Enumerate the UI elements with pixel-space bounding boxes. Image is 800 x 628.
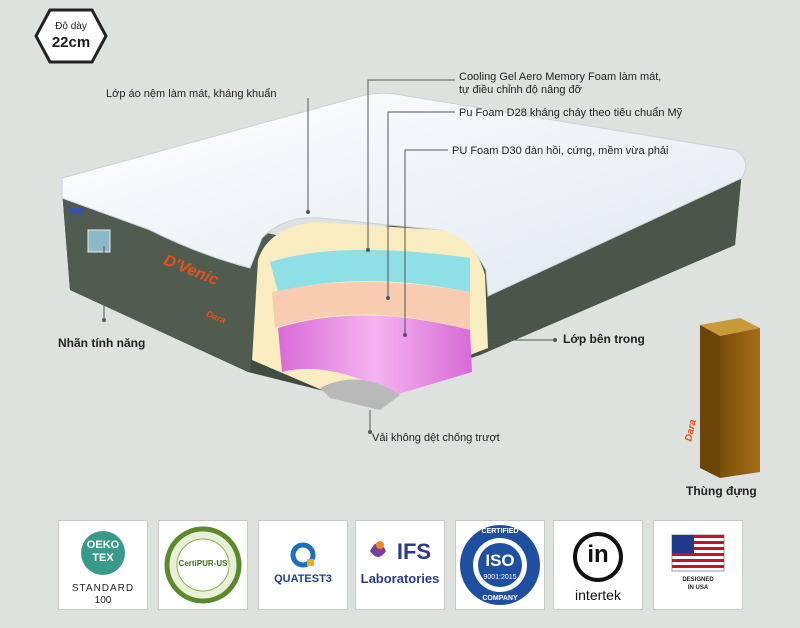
usa-line2: IN USA (687, 585, 709, 591)
intertek-badge: in intertek (553, 520, 643, 610)
cover-label: Lớp áo nệm làm mát, kháng khuẩn (106, 88, 277, 100)
certipur-badge: CertiPUR-US (158, 520, 248, 610)
intertek-text: intertek (575, 587, 621, 603)
thickness-badge: Độ dày 22cm (34, 8, 108, 64)
usa-line1: DESIGNED (682, 577, 714, 583)
ifs-sub: Laboratories (360, 571, 440, 586)
oeko-line1: OEKO (86, 539, 120, 551)
box-label: Thùng đựng (686, 484, 757, 498)
d30-label: PU Foam D30 đàn hồi, cứng, mềm vừa phải (452, 145, 669, 157)
iso-standard: 9001:2015 (483, 574, 517, 581)
iso-bottom: COMPANY (482, 595, 518, 602)
layer-cutaway (252, 222, 488, 410)
non-slip-label: Vải không dệt chống trượt (372, 432, 500, 444)
usa-badge: DESIGNED IN USA (653, 520, 743, 610)
inner-layer-label: Lớp bên trong (563, 332, 645, 346)
non-slip-layer (320, 379, 400, 410)
quatest3-badge: QUATEST3 (258, 520, 348, 610)
oeko-tex-badge: OEKO TEX STANDARD 100 (58, 520, 148, 610)
feature-label: Nhãn tính năng (58, 336, 146, 350)
ifs-title: IFS (396, 539, 432, 564)
certipur-text: CertiPUR-US (178, 559, 228, 568)
gel-layer (270, 249, 470, 292)
brand-tag (70, 208, 84, 214)
iso-badge: CERTIFIED ISO 9001:2015 COMPANY (455, 520, 545, 610)
d30-layer (278, 315, 472, 395)
gel-label-line1: Cooling Gel Aero Memory Foam làm mát, (459, 71, 662, 83)
iso-top: CERTIFIED (481, 528, 519, 535)
leader-lines (103, 79, 555, 432)
intertek-mark: in (587, 541, 609, 568)
iso-title: ISO (485, 551, 515, 570)
quatest3-text: QUATEST3 (274, 573, 332, 585)
oeko-line3: STANDARD (71, 583, 135, 594)
ifs-badge: IFS Laboratories (355, 520, 445, 610)
usa-flag-icon (671, 534, 725, 572)
d28-label: Pu Foam D28 kháng cháy theo tiêu chuẩn M… (459, 107, 683, 119)
d28-layer (272, 282, 470, 330)
thickness-value: 22cm (51, 34, 91, 51)
feature-tag (87, 229, 111, 253)
thickness-label: Độ dày (55, 21, 87, 32)
oeko-line2: TEX (92, 552, 114, 564)
packing-box (700, 318, 760, 478)
hexagon-icon (34, 8, 108, 64)
oeko-line4: 100 (94, 595, 112, 606)
gel-label-line2: tự điều chỉnh độ nâng đỡ (459, 84, 582, 96)
